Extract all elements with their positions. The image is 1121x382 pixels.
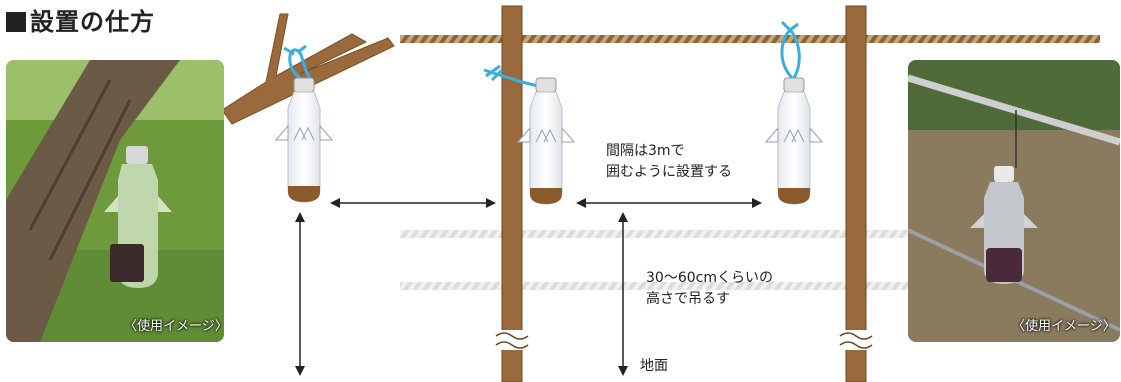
spacing-label: 間隔は3mで 囲むように設置する [606,141,732,183]
rope-lower [400,282,1100,290]
photo-right-caption: 〈使用イメージ〉 [1012,319,1116,334]
spacing-label-line1: 間隔は3mで [606,143,685,159]
photo-left [6,60,224,342]
bottle-trap-1 [274,44,334,203]
rope-middle [400,230,1100,238]
break-mark-center [495,330,529,350]
title-square-icon [6,12,26,32]
height-label: 30～60cmくらいの 高さで吊るす [646,268,773,310]
photo-right [908,60,1120,342]
spacing-label-line2: 囲むように設置する [606,164,732,180]
post-center [501,5,523,382]
rope-top [400,35,1100,43]
ground-label: 地面 [640,358,668,374]
height-label-line1: 30～60cmくらいの [646,270,773,286]
page-title: 設置の仕方 [6,2,155,37]
tree-branch [221,13,395,125]
title-text: 設置の仕方 [30,8,155,36]
height-label-line2: 高さで吊るす [646,291,730,307]
photo-left-caption: 〈使用イメージ〉 [124,319,228,334]
break-mark-right [839,330,873,350]
bottle-trap-3 [764,20,824,205]
post-right [845,5,867,382]
bottle-trap-2 [483,64,576,205]
